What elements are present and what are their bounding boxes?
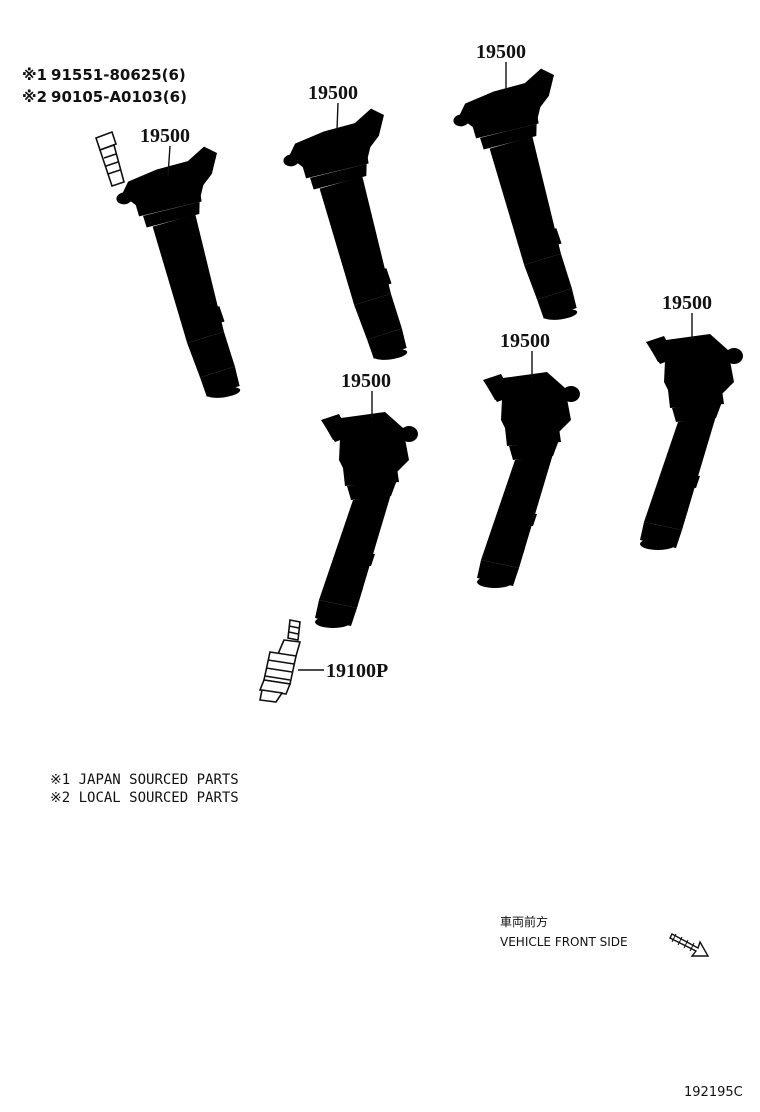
spark-plug-label: 19100P — [326, 660, 388, 682]
direction-japanese: 車両前方 — [500, 914, 548, 929]
coil-label-2: 19500 — [308, 82, 358, 104]
ignition-coil-6 — [640, 334, 743, 550]
coil-label-1: 19500 — [140, 125, 190, 147]
direction-arrow-icon — [669, 933, 710, 957]
leader-line-1 — [167, 145, 171, 177]
footnote-1: ※1 JAPAN SOURCED PARTS — [50, 772, 239, 788]
ignition-coil-4 — [315, 412, 418, 628]
direction-english: VEHICLE FRONT SIDE — [500, 935, 628, 949]
spark-plug-illustration — [258, 619, 302, 703]
ignition-coil-5 — [477, 372, 580, 588]
ignition-coil-1 — [110, 145, 251, 409]
coil-label-3: 19500 — [476, 41, 526, 63]
bolt-illustration — [94, 130, 125, 188]
coil-label-6: 19500 — [662, 292, 712, 314]
coil-label-5: 19500 — [500, 330, 550, 352]
ignition-coil-2 — [277, 107, 418, 371]
coil-label-4: 19500 — [341, 370, 391, 392]
footnote-2: ※2 LOCAL SOURCED PARTS — [50, 790, 239, 806]
illustration-code: 192195C — [684, 1085, 743, 1100]
ignition-coil-3 — [447, 67, 588, 331]
leader-line-2 — [336, 102, 339, 131]
